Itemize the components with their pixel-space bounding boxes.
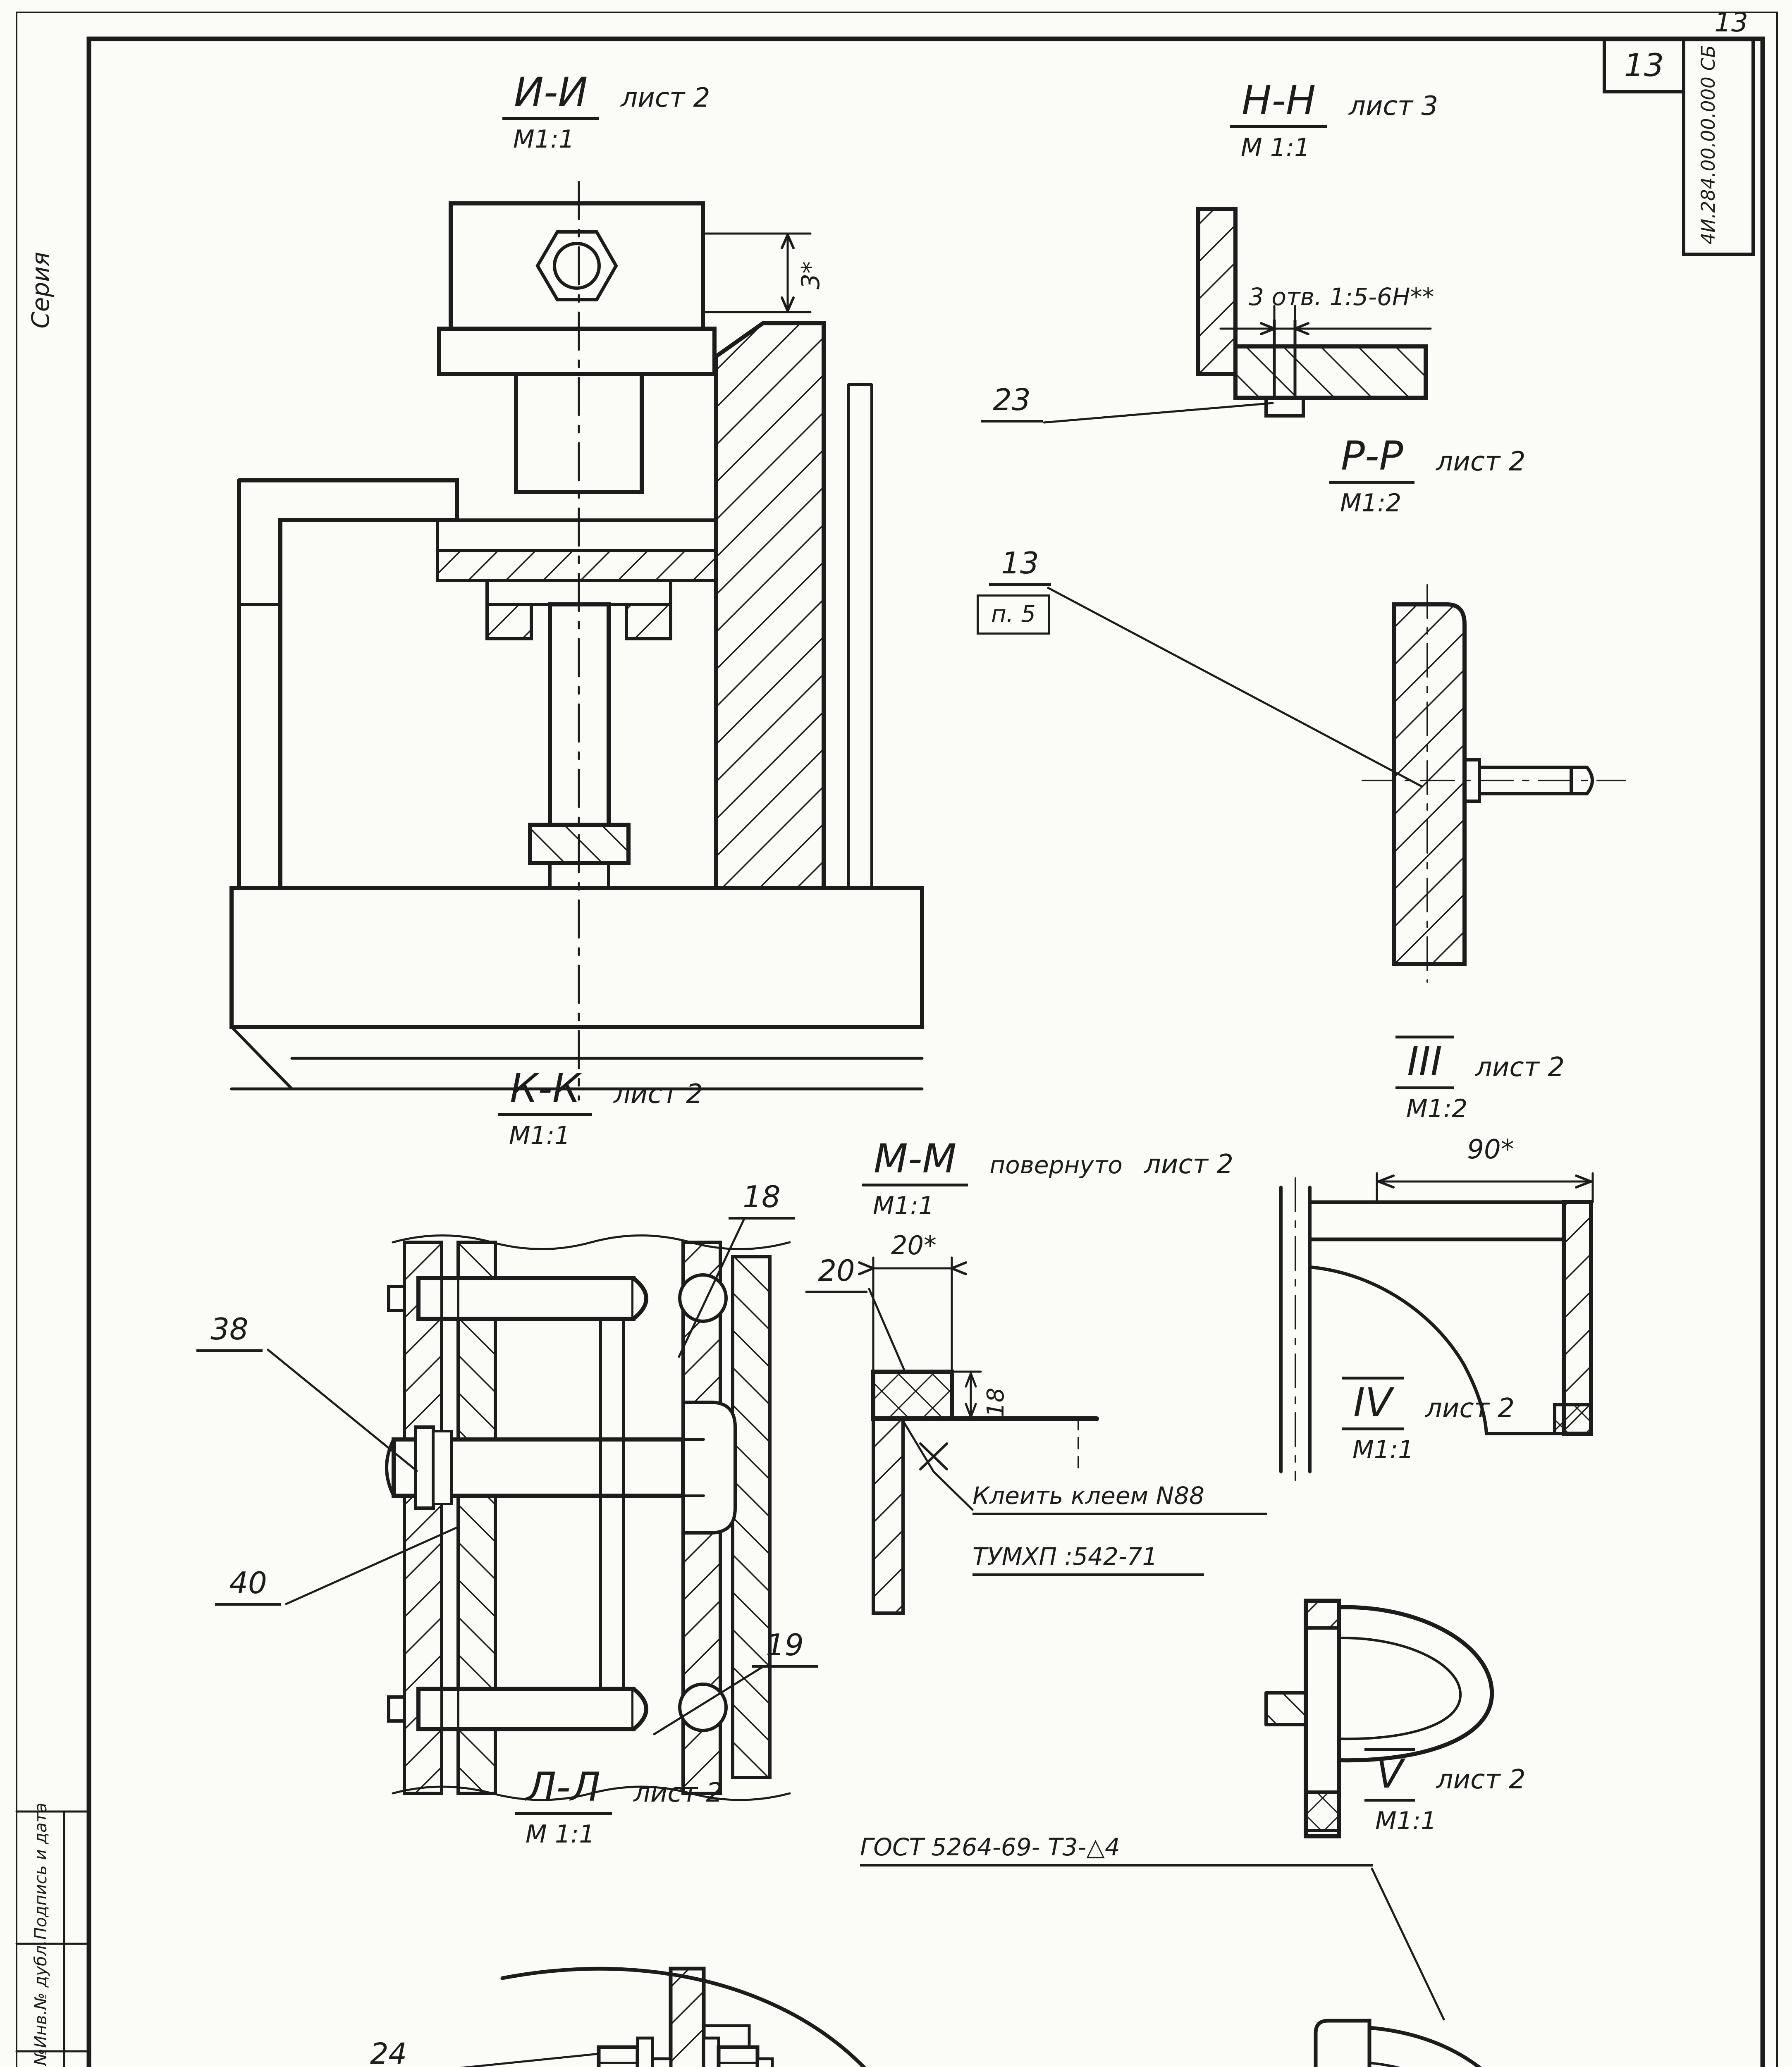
view-iii-drawing [1279,1172,1594,1481]
view-ii-drawing [229,181,924,1101]
view-iv-title: IV [1342,1377,1404,1430]
dimension-3: 3* [796,261,825,289]
view-kk-header: К-К лист 2 М1:1 [498,1069,703,1150]
view-v-header: V лист 2 М1:1 [1364,1748,1526,1835]
view-kk-scale: М1:1 [509,1121,571,1150]
view-mm-note: повернуто [989,1151,1123,1179]
leader-18-label: 18 [729,1181,795,1220]
hole-note-nn: 3 отв. 1:5-6Н** [1249,283,1434,311]
leader-19-label: 19 [752,1629,818,1668]
view-iv-drawing [1264,1599,1494,1838]
view-kk-sheet: лист 2 [613,1079,703,1110]
view-mm-title: М-М [862,1139,968,1186]
margin-cell-inv-dubl: Инв.№ дубл. [31,1940,50,2048]
view-ii-scale: М1:1 [513,125,575,154]
leader-20-label: 20 [805,1255,867,1293]
glue-note-line2: ТУМХП :542-71 [972,1544,1204,1576]
view-iv-sheet: лист 2 [1425,1393,1515,1424]
view-ll-drawing [459,1967,867,2067]
view-v-drawing [1314,1867,1482,2067]
view-pp-drawing [1047,584,1626,983]
view-pp-header: Р-Р лист 2 М1:2 [1329,436,1525,518]
view-mm-scale: М1:1 [873,1191,934,1220]
view-v-sheet: лист 2 [1436,1764,1526,1795]
view-iii-sheet: лист 2 [1475,1052,1565,1083]
view-ii-sheet: лист 2 [621,83,710,113]
view-pp-title: Р-Р [1329,436,1415,484]
view-ii-title: И-И [502,72,600,120]
corner-designation: 4И.284.00.00.000 СБ [1697,45,1719,245]
view-iii-header: III лист 2 М1:2 [1395,1036,1565,1123]
view-ll-header: Л-Л лист 2 М 1:1 [515,1767,723,1849]
view-iii-scale: М1:2 [1406,1094,1468,1123]
view-kk-drawing [267,1217,791,1801]
page-number: 13 [1714,7,1748,38]
view-iv-header: IV лист 2 М1:1 [1342,1377,1515,1464]
view-nn-header: Н-Н лист 3 М 1:1 [1230,81,1438,162]
weld-gost-note: ГОСТ 5264-69- Т3-△4 [860,1835,1373,1867]
view-iii-title: III [1395,1036,1454,1089]
view-nn-sheet: лист 3 [1349,91,1438,122]
corner-tab-number: 13 [1624,47,1664,84]
view-mm-drawing [858,1256,1099,1615]
view-mm-header: М-М повернуто лист 2 М1:1 [862,1139,1233,1220]
leader-13-label: 13 [989,547,1051,586]
view-ll-sheet: лист 2 [633,1778,723,1808]
view-v-scale: М1:1 [1375,1807,1437,1835]
view-mm-sheet: лист 2 [1144,1149,1233,1180]
margin-cell-vzam-inv: Взам. инв.№ [31,2048,50,2067]
view-ii-header: И-И лист 2 М1:1 [502,72,710,154]
view-nn-title: Н-Н [1230,81,1328,128]
leader-23-label: 23 [981,384,1043,422]
dimension-20: 20* [891,1230,937,1260]
view-iv-scale: М1:1 [1352,1435,1414,1464]
view-nn-drawing [1043,207,1432,424]
view-kk-title: К-К [498,1069,592,1116]
glue-note-line1: Клеить клеем N88 [972,1483,1267,1515]
leader-p5-label: п. 5 [977,594,1050,635]
dimension-90: 90* [1467,1134,1514,1165]
series-label: Серия [26,252,55,329]
leader-38-label: 38 [196,1313,263,1352]
leader-40-label: 40 [215,1567,281,1606]
dimension-18: 18 [982,1387,1009,1417]
view-ll-title: Л-Л [515,1767,612,1815]
margin-cell-podpis-1: Подпись и дата [31,1802,50,1940]
view-v-title: V [1364,1748,1415,1802]
view-nn-scale: М 1:1 [1241,133,1310,162]
view-ll-scale: М 1:1 [526,1820,595,1849]
sheet-frame [15,12,1778,2067]
view-pp-scale: М1:2 [1340,489,1402,518]
leader-24-label: 24 [356,2038,421,2067]
view-pp-sheet: лист 2 [1436,446,1526,477]
